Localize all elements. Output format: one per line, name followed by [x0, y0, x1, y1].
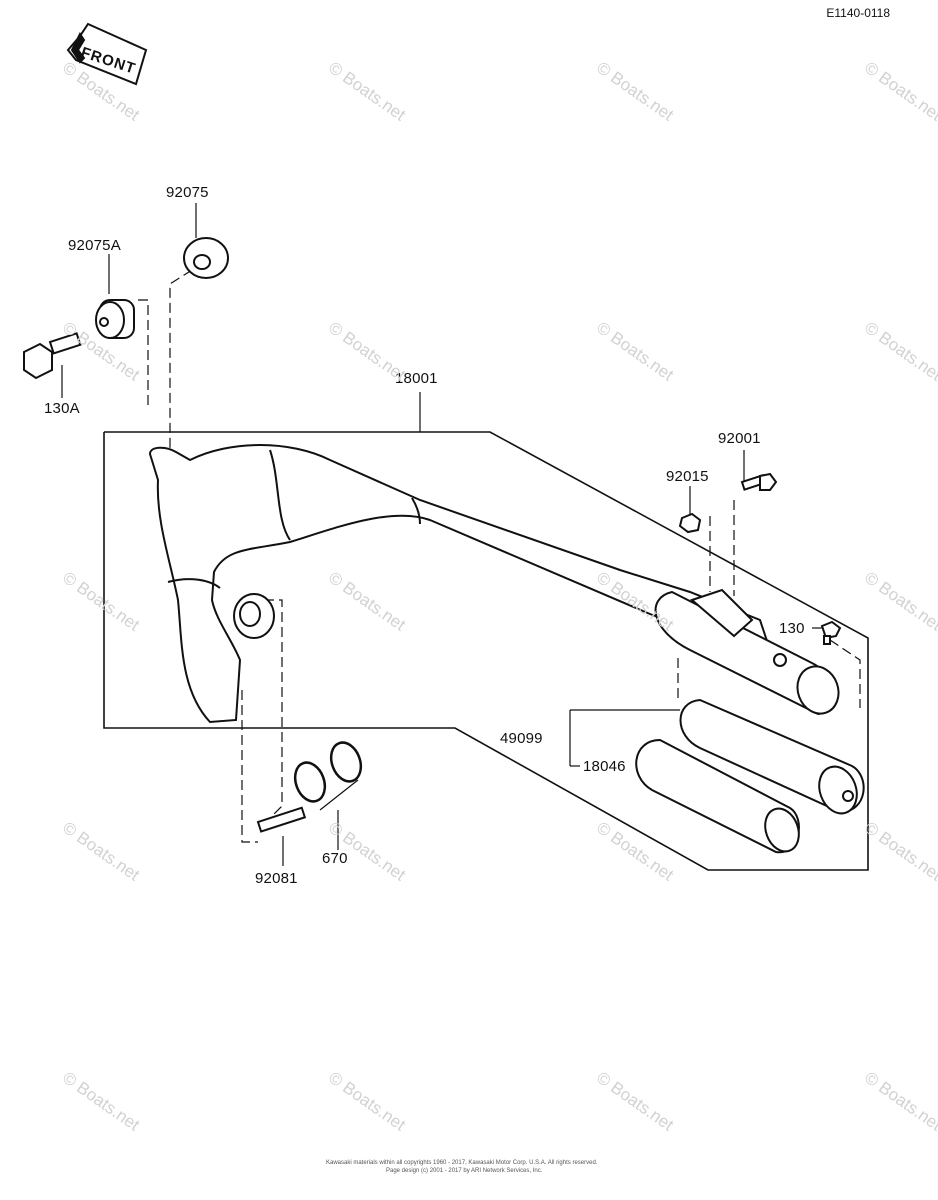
packing-49099-icon: [679, 698, 865, 815]
exhaust-pipe-18001-icon: [148, 444, 772, 724]
part-label-18001[interactable]: 18001: [395, 370, 438, 387]
muffler-icon: [654, 588, 840, 716]
part-label-130A[interactable]: 130A: [44, 400, 80, 417]
spring-92081-icon: [256, 806, 307, 833]
nut-92015-icon: [678, 512, 702, 534]
part-label-92081[interactable]: 92081: [255, 870, 298, 887]
part-label-130[interactable]: 130: [779, 620, 805, 637]
alignment-lines: [138, 269, 861, 843]
flange-icon: [233, 593, 275, 639]
part-label-18046[interactable]: 18046: [583, 758, 626, 775]
leader-lines: [61, 203, 826, 866]
grommet-92075-icon: [183, 237, 229, 279]
bolt-92001-icon: [740, 472, 778, 491]
gaskets-670-icon: [293, 741, 363, 803]
assembly-outline: [103, 431, 869, 871]
diagram-code: E1140-0118: [826, 6, 890, 20]
part-label-92015[interactable]: 92015: [666, 468, 709, 485]
footer-page-design: Page design (c) 2001 - 2017 by ARI Netwo…: [386, 1168, 543, 1174]
front-arrow-icon: [66, 22, 148, 86]
bolt-130A-icon: [23, 332, 82, 380]
part-label-92075[interactable]: 92075: [166, 184, 209, 201]
bolt-130-icon: [820, 620, 842, 645]
footer-copyright: Kawasaki materials within all copyrights…: [326, 1160, 598, 1166]
pipe-18046-icon: [635, 738, 800, 854]
collar-92075A-icon: [95, 299, 135, 339]
part-label-49099[interactable]: 49099: [500, 730, 543, 747]
part-label-670[interactable]: 670: [322, 850, 348, 867]
part-label-92075A[interactable]: 92075A: [68, 237, 121, 254]
part-label-92001[interactable]: 92001: [718, 430, 761, 447]
